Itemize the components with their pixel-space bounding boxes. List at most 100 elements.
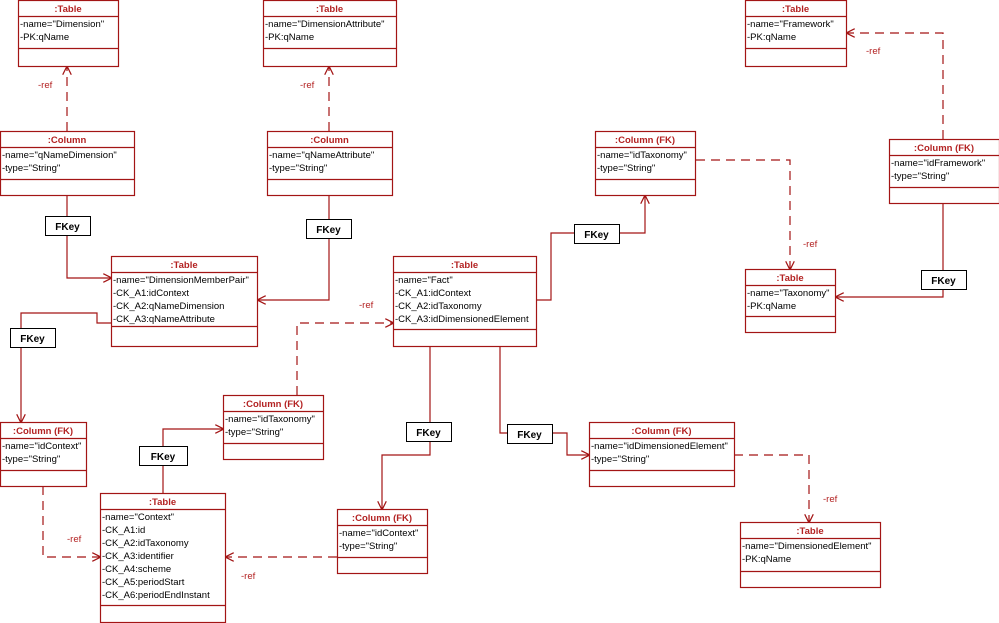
box-attribute: -CK_A3:qNameAttribute [113, 314, 215, 325]
fkey-label-text: FKey [316, 225, 341, 236]
box-attribute: -name="idContext" [2, 441, 81, 452]
box-frame [744, 0, 848, 68]
box-attribute: -PK:qName [747, 301, 796, 312]
fkey-label-box [406, 422, 452, 442]
box-attribute: -name="Taxonomy" [747, 288, 830, 299]
box-attribute: -PK:qName [747, 32, 796, 43]
box-attribute: -CK_A2:idTaxonomy [102, 538, 189, 549]
box-title: :Column (FK) [914, 143, 974, 154]
uml-box-c-idframework: :Column (FK) -name="idFramework" -type="St… [888, 138, 999, 205]
box-attribute: -name="idFramework" [891, 158, 985, 169]
box-title: :Column (FK) [615, 135, 675, 146]
box-attribute: -type="String" [891, 171, 949, 182]
box-title: :Column (FK) [352, 513, 412, 524]
fkey-label-text: FKey [20, 334, 45, 345]
fkey-label-text: FKey [151, 452, 176, 463]
box-title: :Table [796, 526, 823, 537]
ref-connector [296, 323, 393, 395]
box-frame [744, 268, 837, 334]
fkey-connector [162, 429, 223, 493]
box-title: :Table [782, 4, 809, 15]
uml-box-c-idcontext-left: :Column (FK)-name="idContext"-type="Stri… [0, 421, 88, 488]
fkey-label: FKey [139, 446, 188, 466]
box-frame [110, 255, 259, 348]
fkey-connector [21, 312, 111, 422]
fkey-label-box [10, 328, 56, 348]
box-title: :Column [310, 135, 349, 146]
box-attribute: -PK:qName [742, 554, 791, 565]
box-frame [0, 130, 136, 197]
box-frame [266, 130, 394, 197]
uml-box-t-dimattr: :Table -name="DimensionAttribute" -PK:qNam… [262, 0, 398, 68]
uml-box-c-qnameattr: :Column -name="qNameAttribute" -type="Stri… [266, 130, 394, 197]
box-frame [888, 138, 999, 205]
box-attribute: -PK:qName [265, 32, 314, 43]
fkey-label: FKey [406, 422, 452, 442]
box-attribute: -CK_A3:idDimensionedElement [395, 314, 529, 325]
box-attribute: -type="String" [339, 541, 397, 552]
box-attribute: -name="qNameDimension" [2, 150, 117, 161]
ref-label: -ref [241, 571, 256, 582]
fkey-label-box [45, 216, 91, 236]
fkey-label-box [306, 219, 352, 239]
ref-label: -ref [866, 46, 881, 57]
uml-box-t-dimension: :Table-name="Dimension"-PK:qName [17, 0, 120, 68]
fkey-label: FKey [507, 424, 553, 444]
fkey-label-box [507, 424, 553, 444]
ref-connector [847, 33, 944, 139]
fkey-label-text: FKey [55, 222, 80, 233]
box-attribute: -name="qNameAttribute" [269, 150, 374, 161]
box-attribute: -CK_A3:identifier [102, 551, 174, 562]
fkey-label: FKey [574, 224, 620, 244]
box-frame [336, 508, 429, 575]
box-attribute: -name="DimensionedElement" [742, 541, 872, 552]
box-frame [739, 521, 882, 589]
uml-box-c-iddimel: :Column (FK) -name="idDimensionedElement"… [588, 421, 736, 488]
box-frame [392, 255, 538, 348]
fkey-label-box [139, 446, 188, 466]
box-attribute: -name="Dimension" [20, 19, 104, 30]
uml-box-t-framework: :Table -name="Framework" -PK:qName [744, 0, 848, 68]
ref-connector [734, 454, 809, 522]
box-title: :Table [54, 4, 81, 15]
ref-label: -ref [67, 534, 82, 545]
box-attribute: -name="Fact" [395, 275, 453, 286]
box-title: :Table [451, 260, 478, 271]
box-attribute: -type="String" [269, 163, 327, 174]
fkey-label: FKey [921, 270, 967, 290]
box-attribute: -type="String" [2, 163, 60, 174]
box-title: :Table [149, 497, 176, 508]
connectors [21, 33, 944, 557]
uml-box-t-context: :Table-name="Context"-CK_A1:id-CK_A2:idT… [99, 492, 227, 623]
box-attribute: -name="DimensionAttribute" [265, 19, 384, 30]
ref-label: -ref [359, 300, 374, 311]
fkey-label: FKey [45, 216, 91, 236]
box-attribute: -name="idTaxonomy" [597, 150, 687, 161]
ref-label: -ref [38, 80, 53, 91]
fkey-connector [536, 196, 645, 301]
ref-label: -ref [300, 80, 315, 91]
box-attribute: -type="String" [2, 454, 60, 465]
box-attribute: -CK_A1:id [102, 525, 145, 536]
box-attribute: -type="String" [225, 427, 283, 438]
ref-label: -ref [823, 494, 838, 505]
box-attribute: -name="idDimensionedElement" [591, 441, 728, 452]
fkey-connector [258, 195, 330, 300]
ref-connector [696, 159, 790, 269]
box-attribute: -CK_A5:periodStart [102, 577, 185, 588]
box-attribute: -CK_A4:scheme [102, 564, 171, 575]
box-title: :Column (FK) [631, 426, 691, 437]
fkey-label-text: FKey [517, 430, 542, 441]
fkey-label-text: FKey [416, 428, 441, 439]
box-title: :Column (FK) [243, 399, 303, 410]
fkey-connector [66, 195, 111, 278]
uml-box-c-idcontext-mid: :Column (FK)-name="idContext"-type="Stri… [336, 508, 429, 575]
uml-box-c-qnamedim: :Column-name="qNameDimension"-type="Stri… [0, 130, 136, 197]
fkey-connector [836, 203, 944, 297]
uml-box-c-idtax-mid: :Column (FK)-name="idTaxonomy"-type="Str… [222, 394, 325, 461]
box-attribute: -name="Framework" [747, 19, 834, 30]
uml-box-t-fact: :Table-name="Fact"-CK_A1:idContext-CK_A2… [392, 255, 538, 348]
box-title: :Table [316, 4, 343, 15]
